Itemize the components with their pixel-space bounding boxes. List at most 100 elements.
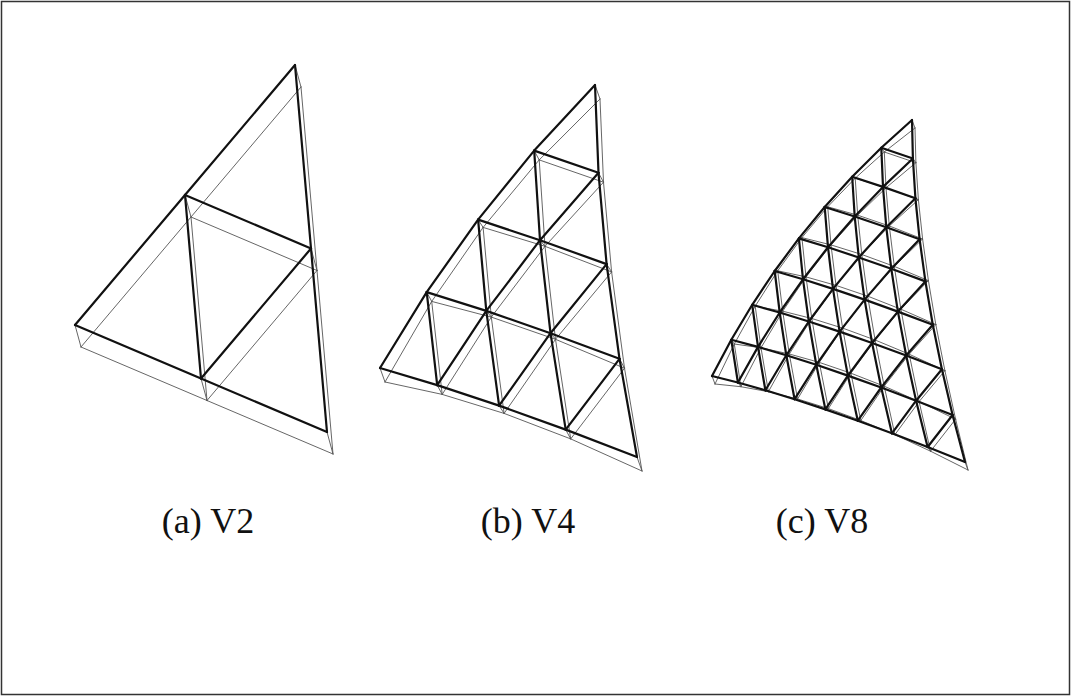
- strut-line: [840, 332, 873, 343]
- strut-line: [891, 269, 898, 312]
- strut-line: [953, 415, 965, 462]
- strut-line: [540, 173, 599, 240]
- strut-line: [599, 173, 607, 264]
- strut-line: [540, 240, 607, 264]
- strut-line: [295, 65, 311, 249]
- subfigure-caption: (b) V4: [481, 500, 575, 543]
- strut-line: [816, 365, 825, 410]
- strut-line: [809, 322, 840, 332]
- strut-line: [491, 317, 555, 339]
- strut-line: [486, 311, 499, 406]
- strut-line: [886, 227, 919, 239]
- strut-line: [712, 376, 738, 383]
- strut-line: [898, 281, 926, 311]
- strut-line: [833, 289, 840, 332]
- strut-line: [600, 99, 604, 182]
- strut-line: [803, 279, 809, 321]
- strut-line: [499, 333, 550, 405]
- strut-line: [865, 300, 873, 343]
- strut-line: [201, 249, 311, 379]
- strut-line: [432, 227, 483, 301]
- strut-line: [571, 368, 625, 439]
- strut-line: [928, 415, 953, 447]
- strut-line: [637, 457, 642, 471]
- strut-line: [883, 159, 913, 187]
- strut-line: [478, 220, 486, 311]
- strut-line: [566, 359, 620, 430]
- strut-line: [504, 339, 555, 413]
- strut-line: [920, 239, 926, 281]
- strut-line: [499, 406, 566, 430]
- v8-frame: [712, 120, 968, 470]
- subfigure-caption: (c) V8: [776, 500, 868, 543]
- strut-line: [738, 383, 766, 391]
- strut-line: [534, 151, 540, 241]
- strut-line: [881, 148, 883, 187]
- strut-line: [881, 388, 892, 434]
- strut-line: [191, 87, 301, 217]
- strut-line: [855, 178, 858, 215]
- strut-line: [437, 385, 499, 406]
- strut-line: [327, 432, 333, 454]
- strut-line: [886, 163, 916, 188]
- strut-line: [566, 430, 637, 457]
- strut-line: [884, 354, 909, 386]
- strut-line: [809, 289, 833, 322]
- strut-line: [840, 300, 865, 332]
- strut-line: [185, 195, 311, 249]
- strut-line: [385, 301, 432, 382]
- strut-line: [741, 348, 761, 387]
- strut-line: [752, 305, 780, 313]
- strut-line: [301, 87, 317, 271]
- strut-line: [816, 365, 848, 376]
- strut-line: [872, 343, 881, 388]
- strut-line: [825, 376, 848, 410]
- strut-line: [825, 207, 828, 247]
- strut-line: [491, 246, 545, 317]
- strut-line: [427, 292, 438, 385]
- strut-line: [758, 313, 780, 347]
- strut-line: [916, 401, 928, 447]
- strut-line: [852, 148, 881, 177]
- strut-line: [380, 368, 437, 385]
- strut-line: [534, 151, 598, 173]
- strut-line: [859, 258, 892, 269]
- strut-line: [852, 177, 883, 187]
- strut-line: [895, 402, 919, 435]
- strut-line: [859, 227, 887, 257]
- strut-line: [185, 65, 295, 195]
- strut-line: [802, 207, 828, 238]
- strut-line: [809, 322, 817, 365]
- strut-line: [595, 85, 599, 173]
- subfigure-caption: (a) V2: [162, 500, 254, 543]
- strut-line: [539, 99, 600, 160]
- strut-line: [883, 187, 886, 227]
- strut-line: [780, 279, 803, 312]
- strut-line: [551, 333, 566, 429]
- strut-line: [898, 312, 906, 356]
- strut-line: [775, 238, 799, 271]
- strut-line: [545, 246, 612, 272]
- strut-line: [731, 340, 738, 383]
- strut-line: [803, 279, 833, 289]
- strut-line: [858, 421, 892, 434]
- strut-line: [892, 433, 928, 447]
- strut-line: [799, 207, 825, 238]
- strut-line: [780, 313, 809, 322]
- strut-line: [765, 390, 794, 399]
- strut-line: [534, 85, 595, 151]
- strut-line: [909, 325, 936, 355]
- strut-line: [380, 292, 427, 368]
- strut-line: [872, 312, 898, 343]
- v2-frame: [75, 65, 333, 454]
- strut-line: [865, 300, 898, 312]
- strut-line: [556, 339, 625, 368]
- strut-line: [75, 325, 201, 379]
- strut-line: [775, 271, 803, 279]
- strut-line: [906, 356, 916, 401]
- strut-line: [855, 217, 887, 228]
- strut-line: [556, 339, 571, 439]
- strut-line: [799, 238, 828, 247]
- strut-line: [916, 163, 919, 200]
